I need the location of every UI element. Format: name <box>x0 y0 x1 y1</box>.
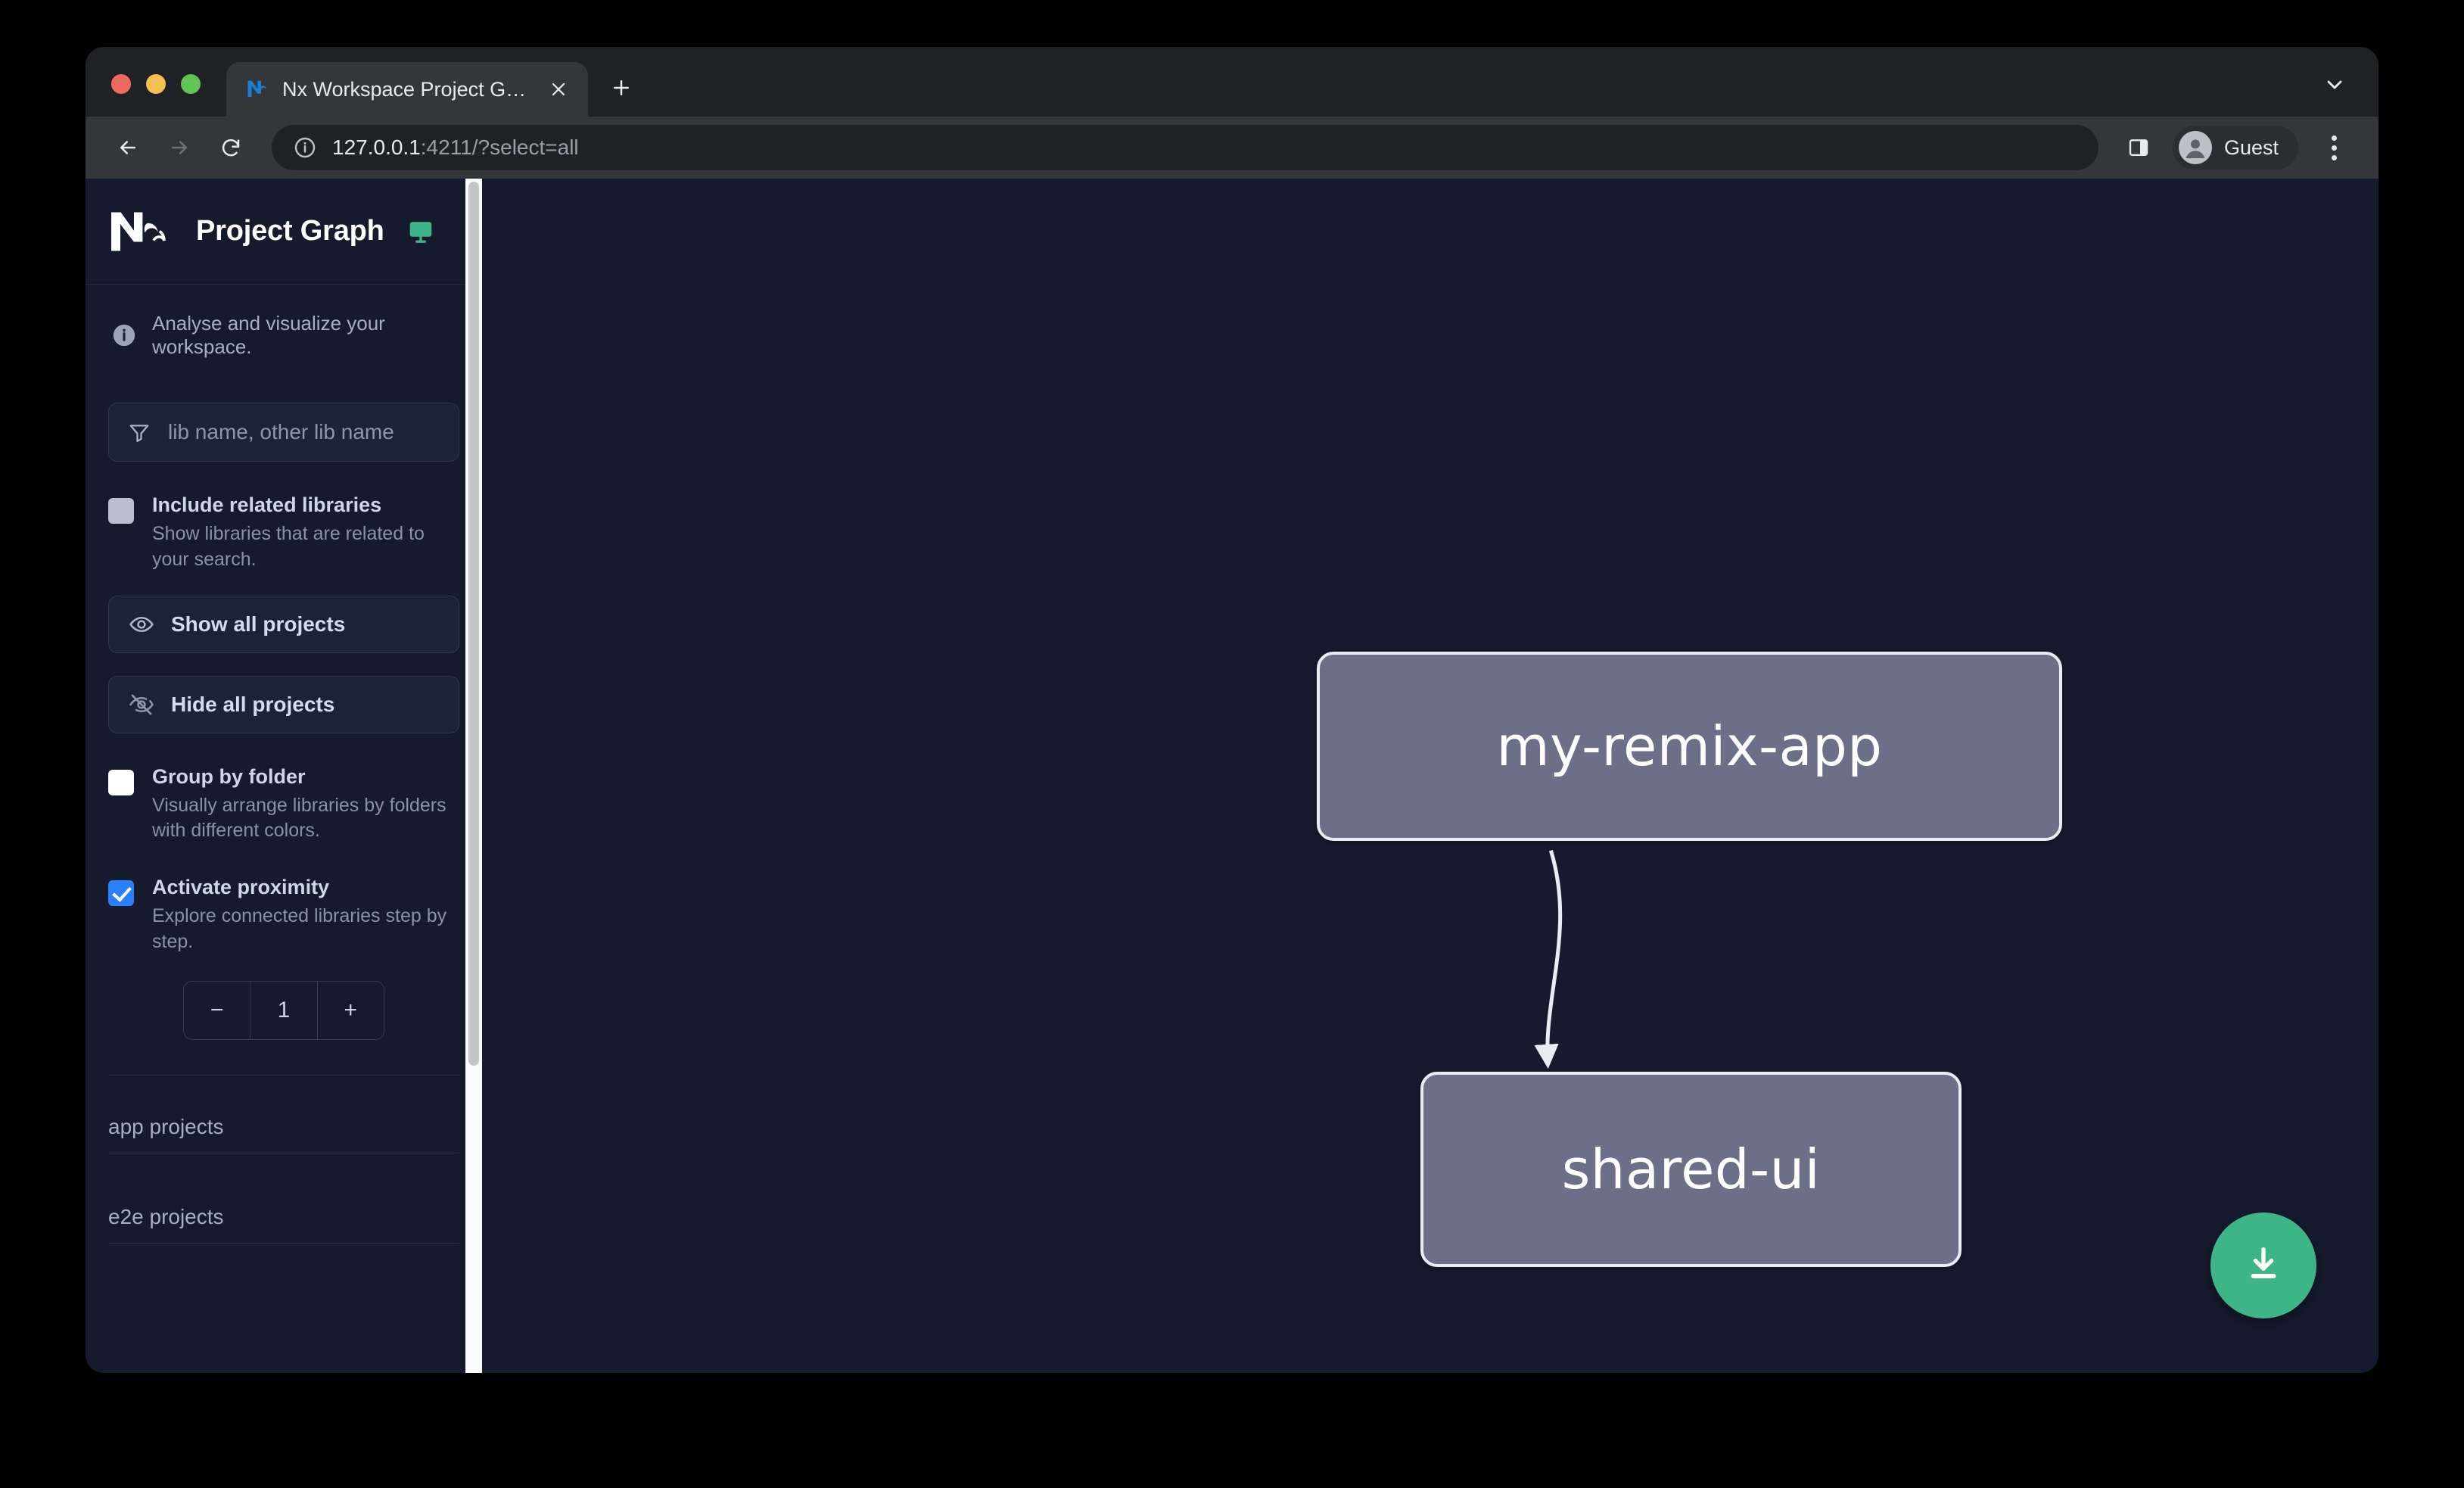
account-circle-icon <box>2178 131 2212 164</box>
hide-all-projects-button[interactable]: Hide all projects <box>108 675 459 733</box>
profile-chip[interactable]: Guest <box>2172 126 2298 170</box>
show-all-projects-label: Show all projects <box>171 612 346 636</box>
sidebar: Project Graph Analyse and visual <box>86 179 482 1373</box>
url-path: :4211/?select=all <box>420 135 579 159</box>
include-related-libraries-checkbox[interactable] <box>108 498 134 524</box>
url-text: 127.0.0.1:4211/?select=all <box>332 135 579 160</box>
filter-field[interactable] <box>108 403 459 462</box>
sidebar-section-e2e-projects[interactable]: e2e projects <box>108 1166 459 1256</box>
reload-icon[interactable] <box>208 125 254 170</box>
proximity-value: 1 <box>250 981 316 1039</box>
option-group-by-folder[interactable]: Group by folder Visually arrange librari… <box>108 765 459 845</box>
graph-node-my-remix-app[interactable]: my-remix-app <box>1317 652 2062 841</box>
profile-name: Guest <box>2223 135 2279 159</box>
node-label: my-remix-app <box>1496 714 1883 778</box>
new-tab-button[interactable] <box>602 68 641 107</box>
download-icon <box>2242 1242 2285 1290</box>
option-description: Show libraries that are related to your … <box>152 523 425 570</box>
browser-window: Nx Workspace Project Graph <box>86 47 2378 1373</box>
close-window-button[interactable] <box>111 74 131 94</box>
proximity-decrement-button[interactable]: − <box>210 997 224 1023</box>
tab-strip: Nx Workspace Project Graph <box>86 47 2378 117</box>
workspace-info: Analyse and visualize your workspace. <box>86 285 482 359</box>
close-icon[interactable] <box>546 76 571 102</box>
workspace-info-text: Analyse and visualize your workspace. <box>152 312 385 358</box>
funnel-icon <box>127 420 151 444</box>
sidebar-scrollbar-thumb[interactable] <box>468 182 479 1066</box>
url-host: 127.0.0.1 <box>332 135 421 159</box>
option-label: Activate proximity <box>152 876 330 899</box>
side-panel-icon[interactable] <box>2118 127 2159 168</box>
page-content: Project Graph Analyse and visual <box>86 179 2378 1373</box>
forward-icon[interactable] <box>157 125 202 170</box>
download-button[interactable] <box>2210 1213 2316 1318</box>
activate-proximity-checkbox[interactable] <box>108 880 134 907</box>
proximity-stepper: − 1 + <box>183 980 384 1040</box>
page-title: Project Graph <box>196 215 384 247</box>
back-icon[interactable] <box>105 125 151 170</box>
sidebar-divider <box>108 1074 459 1076</box>
address-bar[interactable]: 127.0.0.1:4211/?select=all <box>272 125 2098 170</box>
kebab-menu-icon[interactable] <box>2315 129 2353 167</box>
section-rule <box>108 1242 459 1244</box>
sidebar-scroll-area: Include related libraries Show libraries… <box>86 359 482 1373</box>
option-include-related-libraries[interactable]: Include related libraries Show libraries… <box>108 493 459 573</box>
show-all-projects-button[interactable]: Show all projects <box>108 595 459 653</box>
group-by-folder-checkbox[interactable] <box>108 769 134 795</box>
nx-favicon <box>246 78 269 101</box>
monitor-icon[interactable] <box>407 218 434 245</box>
sidebar-section-app-projects[interactable]: app projects <box>108 1076 459 1166</box>
proximity-increment-button[interactable]: + <box>316 981 384 1039</box>
e2e-projects-title: e2e projects <box>108 1204 224 1228</box>
option-description: Visually arrange libraries by folders wi… <box>152 794 446 842</box>
search-input[interactable] <box>168 420 441 444</box>
nx-logo <box>108 209 173 254</box>
maximize-window-button[interactable] <box>181 74 201 94</box>
tab-strip-right-controls <box>2319 70 2350 100</box>
tab-title: Nx Workspace Project Graph <box>282 77 532 101</box>
option-label: Group by folder <box>152 764 306 788</box>
graph-node-shared-ui[interactable]: shared-ui <box>1420 1072 1962 1267</box>
project-graph-canvas[interactable]: my-remix-app shared-ui <box>482 179 2378 1373</box>
sidebar-scrollbar[interactable] <box>465 179 482 1373</box>
node-label: shared-ui <box>1561 1138 1821 1201</box>
option-label: Include related libraries <box>152 493 382 516</box>
browser-tab[interactable]: Nx Workspace Project Graph <box>226 62 588 117</box>
minimize-window-button[interactable] <box>146 74 166 94</box>
edge-my-remix-app-to-shared-ui <box>1534 850 1563 1069</box>
info-circle-icon[interactable] <box>293 135 317 160</box>
app-projects-title: app projects <box>108 1114 224 1138</box>
option-activate-proximity[interactable]: Activate proximity Explore connected lib… <box>108 876 459 955</box>
window-traffic-lights <box>111 74 201 117</box>
browser-toolbar: 127.0.0.1:4211/?select=all Guest <box>86 117 2378 179</box>
info-icon <box>111 322 137 348</box>
graph-edges <box>1534 850 1563 1069</box>
option-description: Explore connected libraries step by step… <box>152 905 447 952</box>
eye-icon <box>129 612 154 637</box>
chevron-down-icon[interactable] <box>2319 70 2350 100</box>
hide-all-projects-label: Hide all projects <box>171 692 335 716</box>
eye-off-icon <box>129 692 154 718</box>
sidebar-header: Project Graph <box>86 179 482 285</box>
